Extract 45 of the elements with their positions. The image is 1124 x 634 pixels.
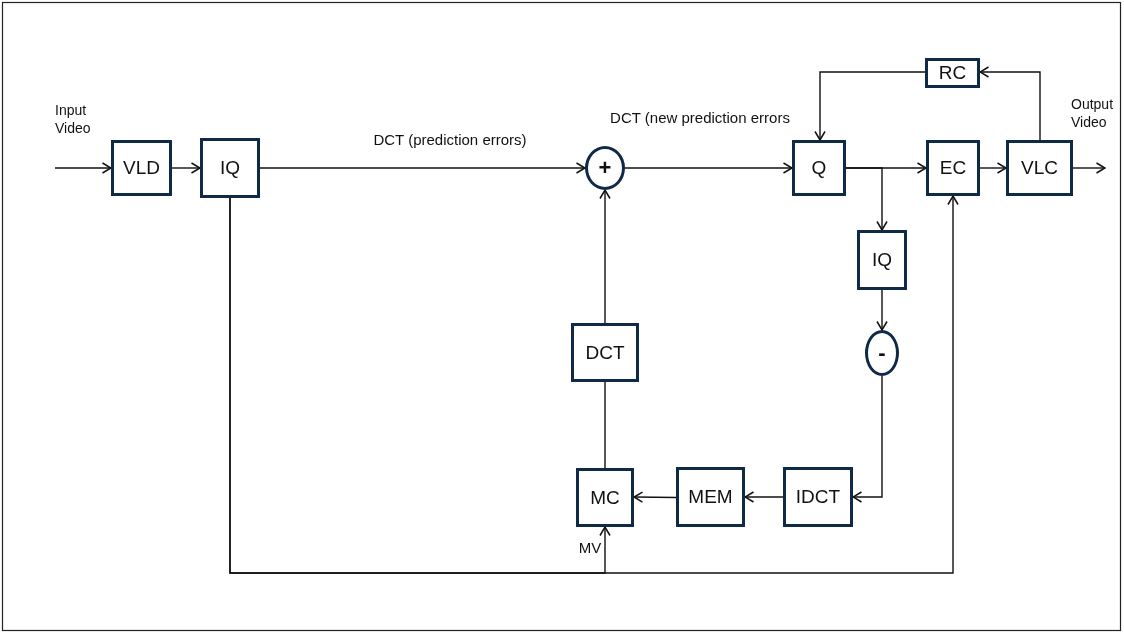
- block-label: -: [878, 342, 886, 364]
- block-label: DCT: [585, 341, 625, 364]
- arrow: [979, 66, 1041, 141]
- edge-label: DCT (prediction errors): [373, 131, 527, 149]
- arrow: [633, 491, 677, 503]
- block-label: MC: [590, 486, 620, 509]
- process-box: [576, 468, 634, 527]
- block-label: +: [598, 157, 612, 179]
- edge-label: DCT (new prediction errors: [610, 109, 790, 127]
- process-box: [200, 138, 260, 198]
- arrow: [744, 491, 784, 503]
- arrow: [599, 189, 611, 324]
- arrow: [229, 195, 959, 574]
- block-label: IDCT: [795, 486, 841, 508]
- block-label: Q: [811, 157, 827, 179]
- signal-label: Input Video: [55, 102, 92, 137]
- arrow: [54, 162, 112, 174]
- signal-label: Output Video: [1071, 96, 1115, 131]
- process-box: [857, 230, 907, 290]
- block-label: EC: [939, 157, 967, 179]
- arrow: [852, 375, 883, 503]
- arrow: [171, 162, 201, 174]
- process-box: [1006, 140, 1073, 196]
- process-box: [571, 323, 639, 382]
- process-box: [676, 467, 745, 527]
- arrow: [259, 162, 586, 174]
- summing-junction: [585, 146, 625, 190]
- process-box: [925, 58, 980, 88]
- block-label: RC: [938, 62, 967, 84]
- process-box: [926, 140, 980, 196]
- process-box: [792, 140, 846, 196]
- arrow: [845, 167, 888, 231]
- arrow: [814, 71, 926, 141]
- process-box: [111, 140, 172, 196]
- summing-junction: [865, 330, 899, 376]
- block-label: IQ: [871, 249, 893, 271]
- block-label: VLC: [1021, 157, 1058, 179]
- arrow: [979, 162, 1007, 174]
- process-box: [783, 467, 853, 527]
- block-label: VLD: [123, 157, 160, 179]
- block-label: IQ: [219, 157, 241, 179]
- arrow: [876, 289, 888, 331]
- arrow: [1072, 162, 1106, 174]
- block-label: MEM: [688, 486, 733, 508]
- arrow: [624, 162, 793, 174]
